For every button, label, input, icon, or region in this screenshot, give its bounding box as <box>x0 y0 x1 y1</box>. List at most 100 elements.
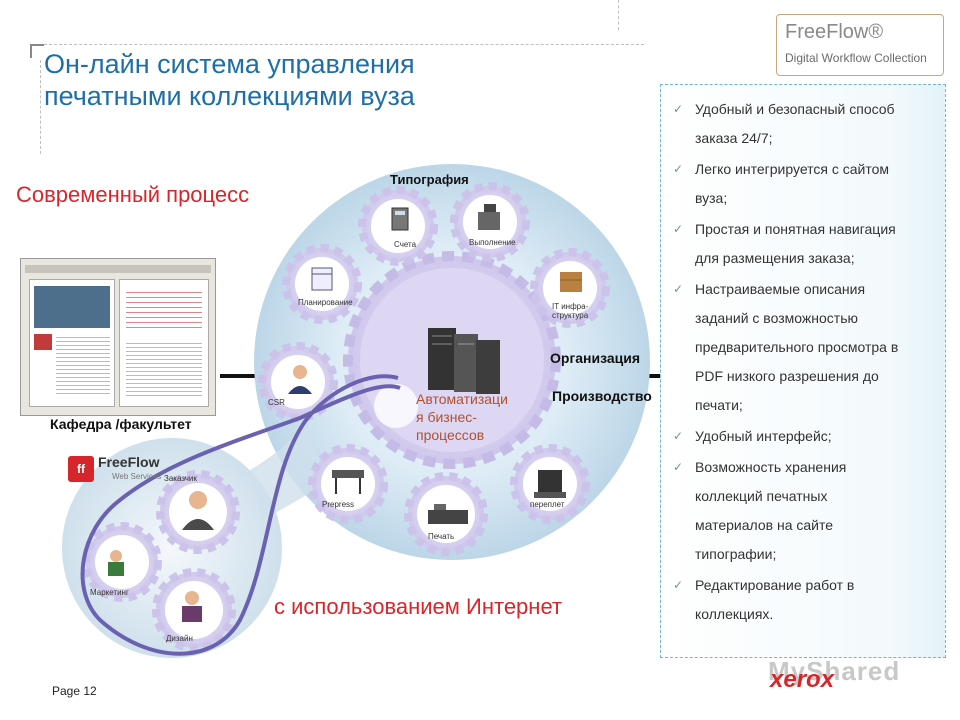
corner-mark <box>30 44 44 58</box>
gear-csr-label: CSR <box>268 398 285 407</box>
checkmark-icon: ✓ <box>673 578 684 592</box>
gear-prepress <box>308 444 388 524</box>
gear-customer <box>156 470 240 554</box>
benefit-line: вуза; <box>695 190 728 206</box>
checkmark-icon: ✓ <box>673 429 684 443</box>
design-person-icon <box>182 591 202 622</box>
gear-planning-label: Планирование <box>298 298 353 307</box>
freeflow-web-logo-text: FreeFlow <box>98 454 160 470</box>
benefit-line: материалов на сайте <box>695 517 834 533</box>
benefit-line: Удобный и безопасный способ <box>695 101 895 117</box>
document-preview-image <box>20 258 216 416</box>
web-services-text: Web Services <box>112 472 162 481</box>
benefit-line: Простая и понятная навигация <box>695 221 896 237</box>
organization-label: Организация <box>550 350 641 366</box>
typography-label: Типография <box>390 172 469 187</box>
calculator-icon <box>391 207 409 231</box>
benefit-item: ✓ Простая и понятная навигация для размеще… <box>669 215 935 273</box>
internet-label: с использованием Интернет <box>274 594 563 619</box>
customer-person-icon <box>182 491 214 530</box>
binding-machine-icon <box>534 470 566 498</box>
circle-bridge <box>250 420 330 520</box>
benefit-item: ✓ Настраиваемые описания заданий с возможн… <box>669 275 935 420</box>
benefit-line: для размещения заказа; <box>695 250 855 266</box>
top-right-dashed-line <box>618 0 619 30</box>
production-label: Производство <box>552 388 652 404</box>
benefit-line: коллекций печатных <box>695 488 828 504</box>
person-icon <box>288 365 312 394</box>
benefit-line: Легко интегрируется с сайтом <box>695 161 890 177</box>
machine-icon <box>478 204 500 230</box>
gear-it-label: IT инфра- структура <box>552 302 588 320</box>
automation-line-1: Автоматизаци <box>416 391 508 407</box>
marketing-person-icon <box>108 550 124 576</box>
xerox-logo: xerox <box>770 666 835 693</box>
automation-line-3: процессов <box>416 427 485 443</box>
page-number: Page 12 <box>52 684 97 698</box>
title-line-1: Он-лайн система управления <box>44 49 415 79</box>
box-icon <box>560 272 582 292</box>
preview-text-lines-right <box>126 340 202 398</box>
benefit-item: ✓ Легко интегрируется с сайтом вуза; <box>669 155 935 213</box>
benefit-line: печати; <box>695 397 743 413</box>
top-dashed-line <box>44 44 644 45</box>
gear-it-line-1: IT инфра- <box>552 302 589 311</box>
internet-lasso <box>80 374 401 656</box>
benefit-item: ✓ Удобный интерфейс; <box>669 422 935 451</box>
ff-icon: ff <box>68 456 94 482</box>
benefits-list: ✓ Удобный и безопасный способ заказа 24/7;… <box>661 85 945 629</box>
preview-toolbar <box>25 265 211 273</box>
gear-execution-label: Выполнение <box>469 238 516 247</box>
gear-print-label: Печать <box>428 532 455 541</box>
checkmark-icon: ✓ <box>673 162 684 176</box>
benefit-line: Удобный интерфейс; <box>695 428 832 444</box>
checkmark-icon: ✓ <box>673 222 684 236</box>
benefit-item: ✓ Редактирование работ в коллекциях. <box>669 571 935 629</box>
benefit-line: типографии; <box>695 546 777 562</box>
benefit-item: ✓ Возможность хранения коллекций печатных м… <box>669 453 935 569</box>
preview-text-lines <box>56 334 110 394</box>
freeflow-logo-main: FreeFlow® <box>785 21 884 43</box>
highlight-spot <box>374 384 418 428</box>
left-dashed-line <box>40 60 41 154</box>
benefit-item: ✓ Удобный и безопасный способ заказа 24/7; <box>669 95 935 153</box>
checkmark-icon: ✓ <box>673 460 684 474</box>
department-label: Кафедра /факультет <box>50 416 192 432</box>
benefit-line: заданий с возможностью <box>695 310 858 326</box>
automation-line-2: я бизнес- <box>416 409 477 425</box>
gear-customer-label: Заказчик <box>164 474 197 483</box>
preview-photo <box>34 286 110 328</box>
preview-red-block <box>34 334 52 350</box>
checkmark-icon: ✓ <box>673 282 684 296</box>
benefit-line: Возможность хранения <box>695 459 847 475</box>
preview-table <box>126 288 202 332</box>
gear-design-label: Дизайн <box>166 634 193 643</box>
gear-binding-label: переплет <box>530 500 565 509</box>
page-title: Он-лайн система управления печатными кол… <box>44 48 604 112</box>
benefit-line: предварительного просмотра в <box>695 339 899 355</box>
freeflow-logo: FreeFlow® Digital Workflow Collection <box>776 14 944 76</box>
preview-page-left <box>29 279 115 407</box>
title-line-2: печатными коллекциями вуза <box>44 81 415 111</box>
watermark: MyShared <box>768 656 901 686</box>
benefit-line: Настраиваемые описания <box>695 281 866 297</box>
gear-marketing-label: Маркетинг <box>90 588 129 597</box>
server-rack-icon <box>428 328 500 394</box>
automation-label: Автоматизаци я бизнес- процессов <box>416 390 508 444</box>
benefit-line: коллекциях. <box>695 606 774 622</box>
freeflow-logo-subtitle: Digital Workflow Collection <box>785 51 927 65</box>
preview-page-right <box>119 279 209 407</box>
gear-prepress-label: Prepress <box>322 500 355 509</box>
benefit-line: Редактирование работ в <box>695 577 855 593</box>
benefit-line: PDF низкого разрешения до <box>695 368 879 384</box>
press-icon <box>428 504 468 524</box>
calendar-icon <box>311 267 333 291</box>
gear-it-line-2: структура <box>552 311 589 320</box>
benefit-line: заказа 24/7; <box>695 130 773 146</box>
gear-csr <box>258 342 338 422</box>
checkmark-icon: ✓ <box>673 102 684 116</box>
freeflow-web-services-logo: ff FreeFlow Web Services <box>68 452 168 486</box>
benefits-panel: ✓ Удобный и безопасный способ заказа 24/7;… <box>660 84 946 658</box>
modern-process-label: Современный процесс <box>16 182 250 207</box>
